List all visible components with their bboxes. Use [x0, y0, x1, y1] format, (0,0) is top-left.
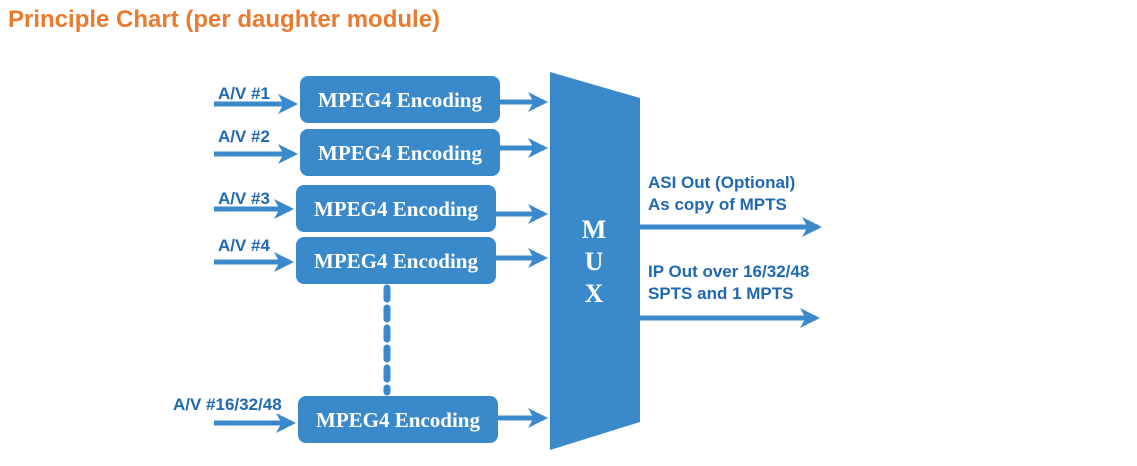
output-ip: IP Out over 16/32/48 SPTS and 1 MPTS [640, 262, 820, 328]
input-label-2: A/V #2 [218, 127, 270, 146]
input-label-3: A/V #3 [218, 189, 270, 208]
output-asi-line1: ASI Out (Optional) [648, 173, 795, 192]
input-row-1: A/V #1 MPEG4 Encoding [214, 76, 548, 123]
input-row-3: A/V #3 MPEG4 Encoding [214, 185, 548, 232]
mux-letter-x: X [585, 279, 604, 308]
input-row-4: A/V #4 MPEG4 Encoding [214, 236, 548, 284]
encoding-block-3 [296, 185, 496, 232]
input-row-2: A/V #2 MPEG4 Encoding [214, 127, 548, 176]
mux-block [550, 72, 640, 450]
encoding-label-3: MPEG4 Encoding [314, 197, 478, 221]
encoding-label-1: MPEG4 Encoding [318, 88, 482, 112]
mux-letter-u: U [585, 247, 604, 276]
input-row-last: A/V #16/32/48 MPEG4 Encoding [173, 395, 548, 443]
output-asi-line2: As copy of MPTS [648, 195, 787, 214]
output-ip-line1: IP Out over 16/32/48 [648, 262, 809, 281]
output-ip-line2: SPTS and 1 MPTS [648, 284, 793, 303]
input-label-last: A/V #16/32/48 [173, 395, 282, 414]
encoding-block-last [298, 396, 498, 443]
encoding-block-1 [300, 76, 500, 123]
input-label-1: A/V #1 [218, 84, 270, 103]
output-asi: ASI Out (Optional) As copy of MPTS [640, 173, 822, 237]
encoding-block-2 [300, 129, 500, 176]
encoding-label-2: MPEG4 Encoding [318, 141, 482, 165]
input-label-4: A/V #4 [218, 236, 271, 255]
encoding-block-4 [296, 237, 496, 284]
page-title: Principle Chart (per daughter module) [8, 6, 441, 33]
mux-letter-m: M [582, 215, 607, 244]
encoding-label-4: MPEG4 Encoding [314, 249, 478, 273]
encoding-label-last: MPEG4 Encoding [316, 408, 480, 432]
